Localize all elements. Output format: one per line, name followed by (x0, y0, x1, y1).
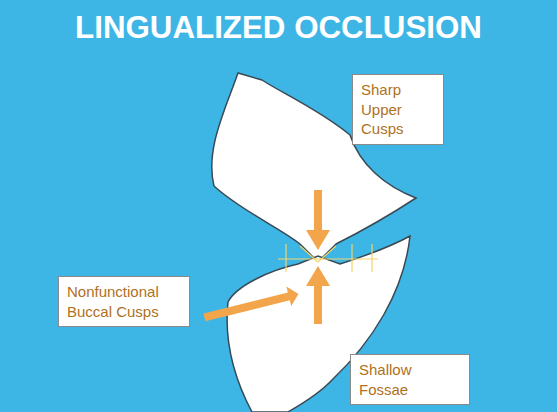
reference-lines (278, 244, 378, 272)
label-box: Nonfunctional Buccal Cusps (58, 276, 190, 327)
label-text: Nonfunctional Buccal Cusps (67, 282, 181, 321)
label-text: Shallow Fossae (359, 360, 461, 399)
label-box: Sharp Upper Cusps (352, 74, 444, 145)
slide-title: LINGUALIZED OCCLUSION (0, 10, 557, 46)
label-text: Sharp Upper Cusps (361, 80, 435, 139)
label-box: Shallow Fossae (350, 354, 470, 405)
force-arrows (202, 190, 330, 327)
